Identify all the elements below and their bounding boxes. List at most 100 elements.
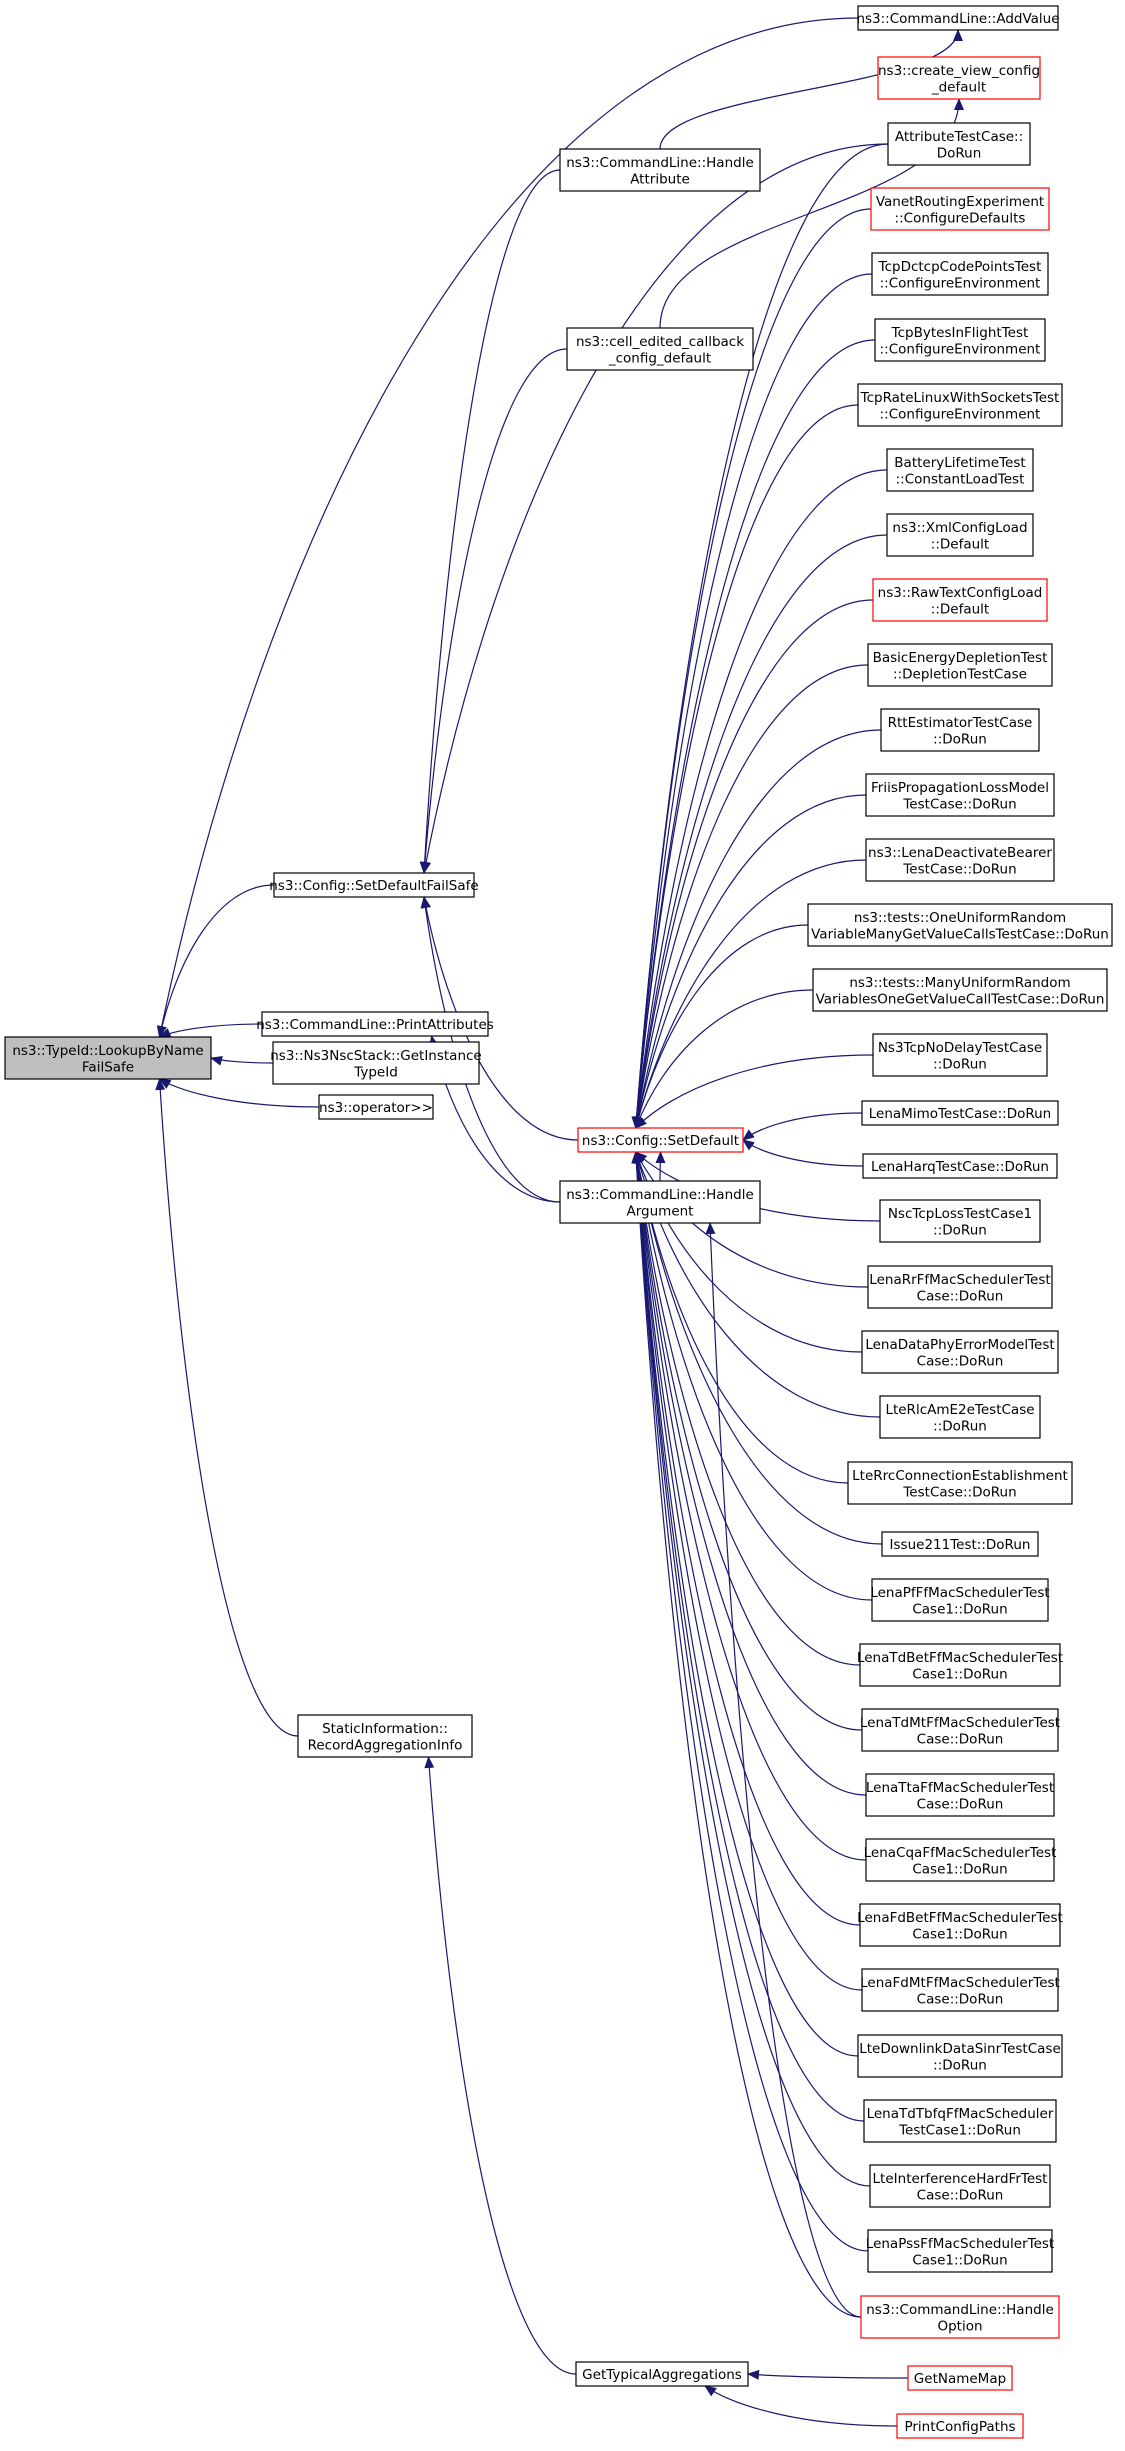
node-lenaHarq[interactable]: LenaHarqTestCase::DoRun: [862, 1153, 1058, 1179]
edge-lenaPfFf-to-setDefault: [632, 1151, 873, 1601]
node-addValue[interactable]: ns3::CommandLine::AddValue: [856, 5, 1060, 31]
node-oneUniformRandom[interactable]: ns3::tests::OneUniformRandomVariableMany…: [807, 903, 1113, 947]
node-label: _config_default: [608, 350, 711, 366]
node-box: [879, 1199, 1041, 1243]
node-createViewConfig[interactable]: ns3::create_view_config_default: [877, 56, 1041, 100]
node-attributeTestCase[interactable]: AttributeTestCase::DoRun: [887, 122, 1031, 166]
node-printAttributes[interactable]: ns3::CommandLine::PrintAttributes: [256, 1011, 494, 1037]
node-setDefaultFailSafe[interactable]: ns3::Config::SetDefaultFailSafe: [269, 872, 479, 898]
edge-lenaTtaFf-to-setDefault: [631, 1151, 867, 1796]
node-box: [575, 2361, 749, 2387]
node-getNameMap[interactable]: GetNameMap: [907, 2365, 1013, 2391]
node-label: LenaFdMtFfMacSchedulerTest: [860, 1975, 1060, 1991]
node-lteRlcAmE2e[interactable]: LteRlcAmE2eTestCase::DoRun: [879, 1395, 1041, 1439]
node-label: RecordAggregationInfo: [308, 1737, 463, 1753]
node-ns3TcpNoDelay[interactable]: Ns3TcpNoDelayTestCase::DoRun: [872, 1033, 1048, 1077]
node-box: [847, 1461, 1073, 1505]
node-label: Case1::DoRun: [912, 2252, 1007, 2268]
node-box: [886, 513, 1034, 557]
node-box: [871, 252, 1049, 296]
node-label: LenaTdBetFfMacSchedulerTest: [857, 1650, 1063, 1666]
node-label: ::DepletionTestCase: [893, 666, 1027, 682]
node-cellEdited[interactable]: ns3::cell_edited_callback_config_default: [566, 327, 754, 371]
node-box: [871, 1578, 1049, 1622]
edge-getTypicalAggregations-to-staticInfo: [424, 1756, 577, 2375]
node-lenaMimo[interactable]: LenaMimoTestCase::DoRun: [861, 1100, 1059, 1126]
edge-attributeTestCase-to-setDefaultFailSafe: [421, 143, 889, 874]
node-batteryLifetime[interactable]: BatteryLifetimeTest::ConstantLoadTest: [886, 448, 1034, 492]
node-manyUniformRandom[interactable]: ns3::tests::ManyUniformRandomVariablesOn…: [812, 968, 1108, 1012]
node-box: [857, 5, 1059, 31]
edge-lteDownlinkDataSinr-to-setDefault: [631, 1151, 859, 2057]
node-label: Case1::DoRun: [912, 1601, 1007, 1617]
node-label: TcpDctcpCodePointsTest: [878, 259, 1042, 275]
node-box: [861, 1100, 1059, 1126]
node-tcpDctcp[interactable]: TcpDctcpCodePointsTest::ConfigureEnviron…: [871, 252, 1049, 296]
node-getTypicalAggregations[interactable]: GetTypicalAggregations: [575, 2361, 749, 2387]
node-label: ns3::Ns3NscStack::GetInstance: [270, 1048, 482, 1064]
node-staticInfo[interactable]: StaticInformation::RecordAggregationInfo: [297, 1714, 473, 1758]
node-label: ns3::operator>>: [319, 1100, 433, 1116]
node-box: [261, 1011, 489, 1037]
node-operatorShift[interactable]: ns3::operator>>: [318, 1094, 434, 1120]
node-box: [865, 1773, 1055, 1817]
node-label: ns3::tests::OneUniformRandom: [854, 910, 1066, 926]
node-tcpRateLinux[interactable]: TcpRateLinuxWithSocketsTest::ConfigureEn…: [857, 383, 1063, 427]
node-tcpBytesInFlight[interactable]: TcpBytesInFlightTest::ConfigureEnvironme…: [874, 318, 1046, 362]
node-label: ns3::CommandLine::Handle: [566, 155, 754, 171]
node-label: ::DoRun: [933, 2057, 987, 2073]
node-box: [872, 1033, 1048, 1077]
node-setDefault[interactable]: ns3::Config::SetDefault: [577, 1127, 744, 1153]
node-printConfigPaths[interactable]: PrintConfigPaths: [896, 2413, 1024, 2439]
node-label: LenaMimoTestCase::DoRun: [869, 1106, 1052, 1122]
node-label: ns3::CommandLine::Handle: [566, 1187, 754, 1203]
node-box: [861, 1708, 1059, 1752]
edge-batteryLifetime-to-setDefault: [632, 469, 888, 1129]
node-label: Ns3TcpNoDelayTestCase: [878, 1040, 1042, 1056]
edge-lenaFdMtFf-to-setDefault: [631, 1151, 863, 1991]
node-box: [872, 578, 1048, 622]
node-xmlConfigLoad[interactable]: ns3::XmlConfigLoad::Default: [886, 513, 1034, 557]
node-vanetRouting[interactable]: VanetRoutingExperiment::ConfigureDefault…: [870, 187, 1050, 231]
edge-printAttributes-to-root: [158, 1023, 263, 1038]
node-label: VanetRoutingExperiment: [876, 194, 1044, 210]
edge-getNameMap-to-getTypicalAggregations: [747, 2369, 909, 2380]
node-label: TestCase::DoRun: [902, 861, 1016, 877]
node-rttEstimator[interactable]: RttEstimatorTestCase::DoRun: [880, 708, 1040, 752]
node-basicEnergyDepletion[interactable]: BasicEnergyDepletionTest::DepletionTestC…: [867, 643, 1053, 687]
node-box: [896, 2413, 1024, 2439]
edge-ns3NscGetInstanceTypeId-to-root: [210, 1056, 274, 1066]
edge-friisPropagation-to-setDefault: [633, 794, 867, 1129]
node-issue211[interactable]: Issue211Test::DoRun: [881, 1531, 1039, 1557]
edge-lenaCqaFf-to-setDefault: [631, 1151, 867, 1861]
node-box: [907, 2365, 1013, 2391]
node-label: LenaRrFfMacSchedulerTest: [869, 1272, 1050, 1288]
node-nscTcpLoss[interactable]: NscTcpLossTestCase1::DoRun: [879, 1199, 1041, 1243]
node-rawTextConfigLoad[interactable]: ns3::RawTextConfigLoad::Default: [872, 578, 1048, 622]
node-label: Option: [937, 2318, 982, 2334]
node-label: ns3::CommandLine::Handle: [866, 2302, 1054, 2318]
node-lteRrcConnection[interactable]: LteRrcConnectionEstablishmentTestCase::D…: [847, 1461, 1073, 1505]
node-lteDownlinkDataSinr[interactable]: LteDownlinkDataSinrTestCase::DoRun: [857, 2034, 1063, 2078]
node-label: GetTypicalAggregations: [582, 2367, 742, 2383]
node-box: [272, 1041, 480, 1085]
